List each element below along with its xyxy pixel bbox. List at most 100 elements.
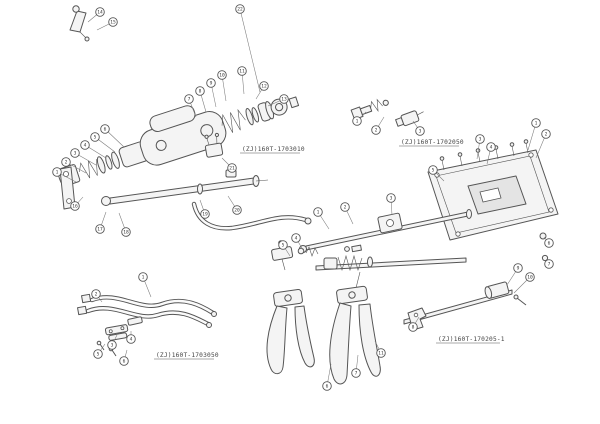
callout-number: 7 bbox=[188, 97, 191, 103]
callout-number: 11 bbox=[378, 351, 384, 357]
callout-number: 15 bbox=[110, 20, 116, 26]
callout-circle-2 bbox=[91, 289, 101, 299]
gear-lever-bracket bbox=[69, 5, 90, 42]
callout-circle-1 bbox=[138, 272, 148, 282]
shift-tower-housing-assembly bbox=[57, 96, 300, 187]
callout-circle-22 bbox=[235, 4, 245, 14]
callout-circle-9 bbox=[513, 263, 523, 273]
callout-number: 1 bbox=[317, 210, 320, 216]
callout-circle-10 bbox=[525, 272, 535, 282]
shift-fork-2 bbox=[329, 271, 381, 385]
callout-number: 3 bbox=[74, 151, 77, 157]
callout-number: 9 bbox=[517, 266, 520, 272]
callout-circle-6 bbox=[322, 381, 332, 391]
callout-circle-4 bbox=[291, 233, 301, 243]
callout-number: 2 bbox=[95, 292, 98, 298]
callout-circle-4 bbox=[126, 334, 136, 344]
flexible-cables bbox=[77, 293, 217, 357]
part-label-170205-1: (ZJ)160T-170205-1 bbox=[438, 336, 505, 343]
callout-circle-16 bbox=[70, 201, 80, 211]
callout-circle-18 bbox=[121, 227, 131, 237]
callout-number: 4 bbox=[490, 145, 493, 151]
callout-circle-1 bbox=[531, 118, 541, 128]
callout-circle-21 bbox=[227, 163, 237, 173]
interlock-pin bbox=[344, 244, 362, 253]
callout-number: 7 bbox=[548, 262, 551, 268]
callout-circle-5 bbox=[90, 132, 100, 142]
callout-circle-2 bbox=[541, 129, 551, 139]
callout-circle-12 bbox=[259, 81, 269, 91]
neutral-switch bbox=[204, 132, 224, 158]
callout-number: 6 bbox=[123, 359, 126, 365]
callout-number: 21 bbox=[229, 166, 235, 172]
detent-plug-b bbox=[395, 110, 424, 127]
callout-number: 19 bbox=[202, 212, 208, 218]
callout-circle-6 bbox=[119, 356, 129, 366]
shift-rail-3 bbox=[403, 281, 527, 331]
callout-number: 4 bbox=[130, 337, 133, 343]
callout-number: 11 bbox=[239, 69, 245, 75]
callout-number: 6 bbox=[326, 384, 329, 390]
callout-circle-2 bbox=[340, 202, 350, 212]
callout-circle-6 bbox=[544, 238, 554, 248]
part-label-1703050: (ZJ)160T-1703050 bbox=[156, 352, 219, 359]
detent-plug-a bbox=[350, 98, 389, 120]
callout-circle-1 bbox=[313, 207, 323, 217]
callout-number: 17 bbox=[97, 227, 103, 233]
callout-number: 1 bbox=[535, 121, 538, 127]
callout-number: 3 bbox=[111, 343, 114, 349]
callout-circle-10 bbox=[217, 70, 227, 80]
callout-number: 5 bbox=[432, 168, 435, 174]
shift-shaft bbox=[101, 175, 269, 206]
callout-circle-1 bbox=[52, 167, 62, 177]
callout-number: 8 bbox=[412, 325, 415, 331]
callout-number: 1 bbox=[56, 170, 59, 176]
breather-hose bbox=[191, 201, 312, 231]
part-label-1702050: (ZJ)160T-1702050 bbox=[401, 139, 464, 146]
callout-number: 13 bbox=[281, 97, 287, 103]
callout-number: 6 bbox=[548, 241, 551, 247]
callout-number: 10 bbox=[219, 73, 225, 79]
part-label-1703010: (ZJ)160T-1703010 bbox=[242, 146, 305, 153]
callout-number: 22 bbox=[237, 7, 243, 13]
callout-number: 3 bbox=[419, 129, 422, 135]
callout-circle-2 bbox=[371, 125, 381, 135]
shift-fork-1 bbox=[266, 289, 315, 375]
callout-number: 1 bbox=[142, 275, 145, 281]
callout-number: 6 bbox=[104, 127, 107, 133]
cover-nut bbox=[541, 254, 549, 262]
callout-circle-11 bbox=[376, 348, 386, 358]
callout-number: 10 bbox=[527, 275, 533, 281]
callout-circle-3 bbox=[107, 340, 117, 350]
callout-circle-15 bbox=[108, 17, 118, 27]
callout-circle-13 bbox=[279, 94, 289, 104]
callout-number: 5 bbox=[282, 243, 285, 249]
callout-number: 1 bbox=[356, 119, 359, 125]
callout-circle-5 bbox=[278, 240, 288, 250]
callout-circle-8 bbox=[195, 86, 205, 96]
callout-circle-3 bbox=[415, 126, 425, 136]
callout-number: 2 bbox=[375, 128, 378, 134]
callout-number: 2 bbox=[65, 160, 68, 166]
callout-number: 14 bbox=[97, 10, 103, 16]
shift-rail-2 bbox=[315, 254, 467, 272]
cable-clamp bbox=[104, 324, 129, 341]
callout-circle-5 bbox=[428, 165, 438, 175]
callout-number: 8 bbox=[199, 89, 202, 95]
callout-circle-2 bbox=[61, 157, 71, 167]
callout-circle-20 bbox=[232, 205, 242, 215]
callout-number: 3 bbox=[479, 137, 482, 143]
callout-circle-17 bbox=[95, 224, 105, 234]
callout-circle-19 bbox=[200, 209, 210, 219]
callout-circle-3 bbox=[475, 134, 485, 144]
callout-number: 5 bbox=[97, 352, 100, 358]
callout-circle-14 bbox=[95, 7, 105, 17]
transmission-top-cover bbox=[427, 139, 559, 262]
callout-number: 7 bbox=[355, 371, 358, 377]
callout-circle-4 bbox=[486, 142, 496, 152]
callout-number: 4 bbox=[295, 236, 298, 242]
callout-number: 3 bbox=[390, 196, 393, 202]
